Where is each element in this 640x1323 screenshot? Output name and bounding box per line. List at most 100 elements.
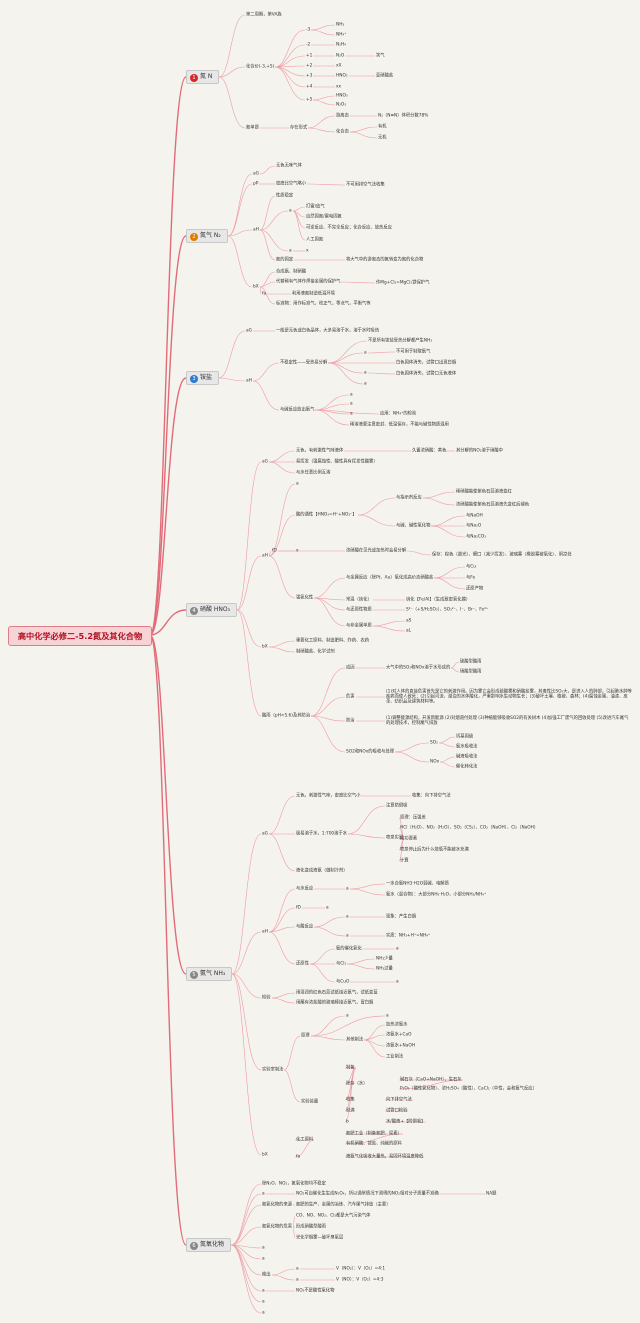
topic-node[interactable]: SO2和NOx的吸收与处理	[346, 749, 395, 755]
topic-node[interactable]: 氮肥的生产、金属的冶炼、汽车尾气排放（主要）	[296, 1202, 391, 1208]
topic-node[interactable]: bX	[262, 644, 268, 650]
topic-node[interactable]: 与NaOH	[466, 513, 483, 519]
topic-node[interactable]: a	[364, 370, 367, 376]
topic-node[interactable]: 氨水吸收法	[456, 744, 478, 750]
topic-node[interactable]: 向下排空气法	[386, 1097, 412, 1103]
topic-node[interactable]: 危害	[346, 694, 355, 700]
topic-node[interactable]: a	[346, 933, 349, 939]
topic-node[interactable]: HNO₃	[336, 93, 348, 99]
topic-node[interactable]: 与还原性物质	[346, 607, 372, 613]
topic-node[interactable]: a	[262, 1299, 265, 1305]
topic-node[interactable]: 与Cl₂	[336, 961, 347, 967]
topic-node[interactable]: (1)调整能源结构，开发新能源 (2)对烟道付处理 (3)种植能够吸收SO2的有…	[386, 716, 629, 726]
topic-node[interactable]: N₂（N≡N）体积分数78%	[378, 113, 429, 119]
topic-node[interactable]: 不稳定性——受热易分解	[280, 360, 328, 366]
topic-node[interactable]: a	[364, 381, 367, 387]
topic-node[interactable]: 氮的固定	[276, 257, 294, 263]
topic-node[interactable]: 不可用排空气法收集	[346, 182, 385, 188]
topic-node[interactable]: 自然固氮/雷电固氮	[306, 214, 342, 220]
topic-node[interactable]: 保存：棕色（避光）、细口（减少挥发）、玻璃塞（橡胶塞被氧化）、阴凉处	[432, 552, 572, 558]
topic-node[interactable]: 与Na₂CO₃	[466, 534, 486, 540]
topic-node[interactable]: 形成硝酸型酸雨	[296, 1224, 327, 1230]
topic-node[interactable]: 重要化工原料，制造肥料、炸药、农药	[296, 638, 370, 644]
topic-node[interactable]: +1	[306, 53, 313, 59]
topic-node[interactable]: NA题	[486, 1191, 497, 1197]
topic-node[interactable]: a	[262, 1191, 265, 1197]
topic-node[interactable]: 除杂（水）	[346, 1081, 368, 1087]
topic-node[interactable]: 制硝酸盐、化学试剂	[296, 649, 335, 655]
topic-node[interactable]: 检验	[262, 995, 271, 1001]
topic-node[interactable]: aH	[262, 929, 268, 935]
topic-node[interactable]: NOx	[430, 759, 440, 765]
topic-node[interactable]: 白色固体消失，试管口出现白烟	[396, 360, 457, 366]
topic-node[interactable]: 与CuO	[336, 979, 350, 985]
topic-node[interactable]: 喷泉实验	[386, 835, 404, 841]
topic-node[interactable]: +2	[306, 63, 313, 69]
root-topic[interactable]: 高中化学必修二-5.2氮及其化合物	[8, 626, 152, 646]
topic-node[interactable]: 计算	[400, 858, 409, 864]
topic-node[interactable]: 易挥发（强腐蚀性、酸性具有挥发性酸雾）	[296, 459, 378, 465]
topic-node[interactable]: a	[296, 481, 299, 487]
topic-node[interactable]: CO、NO、NO₂、Cl₂都是大气污染气体	[296, 1213, 371, 1219]
topic-node[interactable]: N₂O₅	[336, 102, 347, 108]
topic-node[interactable]: a	[396, 946, 399, 952]
topic-node[interactable]: 标准物：用作标准气，校正气，零点气，平衡气等	[276, 301, 371, 307]
topic-node[interactable]: P₂O₅（酸性氧化物）、浓H₂SO₄（酸性）、CaCl₂（中性，会和氨气反应）	[400, 1086, 537, 1092]
topic-node[interactable]: 原理：压强差	[400, 815, 426, 821]
topic-node[interactable]: 游离态	[336, 113, 349, 119]
topic-node[interactable]: SO₂	[430, 740, 438, 746]
topic-node[interactable]: a	[262, 1288, 265, 1294]
topic-node[interactable]: +5	[306, 97, 313, 103]
topic-node[interactable]: 氮肥工业（制备氮肥、尿素）	[346, 1131, 402, 1137]
topic-node[interactable]: a	[346, 914, 349, 920]
topic-node[interactable]: (1)对人体的直接危害首先是它的刺激作用。因为雾它会形成硫酸雾和硝酸盐雾，其毒性…	[386, 689, 632, 705]
topic-node[interactable]: aH	[253, 227, 259, 233]
topic-node[interactable]: 笑气	[376, 53, 385, 59]
topic-node[interactable]: 白色固体消失，试管口无色液体	[396, 371, 457, 377]
topic-node[interactable]: NH₃少量	[376, 956, 393, 962]
topic-node[interactable]: 与Fe	[466, 575, 476, 581]
topic-node[interactable]: 成功要素	[400, 836, 418, 842]
topic-node[interactable]: aH	[262, 553, 268, 559]
topic-node[interactable]: 酸雨（pH<5.6)及其防治	[262, 713, 311, 719]
topic-node[interactable]: xx	[336, 84, 342, 90]
topic-node[interactable]: a	[289, 248, 292, 254]
topic-node[interactable]: 验满	[346, 1108, 355, 1114]
topic-node[interactable]: V（NO₂）：V（O₂）=4:1	[336, 1266, 386, 1272]
topic-node[interactable]: 存在形式	[290, 125, 308, 131]
topic-node[interactable]: b	[346, 1119, 349, 1125]
topic-node[interactable]: 无色无味气体	[276, 163, 302, 169]
topic-node[interactable]: 与酸反应	[296, 924, 314, 930]
topic-node[interactable]: aG	[253, 171, 259, 177]
topic-node[interactable]: 有机硝酸、铵盐、纯碱的原料	[346, 1141, 402, 1147]
topic-node[interactable]: 无色，刺激性气味，密度比空气小	[296, 793, 361, 799]
topic-node[interactable]: HNO₂	[336, 73, 348, 79]
topic-node[interactable]: a	[289, 208, 292, 214]
topic-node[interactable]: +3	[306, 73, 313, 79]
topic-node[interactable]: 浓硝酸能使紫色石蕊溶液先变红后褪色	[456, 502, 530, 508]
topic-node[interactable]: 将大气中的游离态的氮转变为氮的化合物	[346, 257, 424, 263]
topic-node[interactable]: 钝化【Fe/Al】（生成致密氧化膜）	[406, 597, 471, 603]
topic-node[interactable]: 收集	[346, 1097, 355, 1103]
topic-node[interactable]: 强氧化性	[296, 595, 314, 601]
topic-node[interactable]: 无色，有刺激性气味液体	[296, 448, 344, 454]
topic-node[interactable]: 用湿润的红色石蕊试纸接近氨气，试纸变蓝	[296, 990, 378, 996]
topic-node[interactable]: a	[346, 1013, 349, 1019]
topic-node[interactable]: 实验装置	[301, 1099, 319, 1105]
topic-node[interactable]: NO₂可自催化生生成N₂O₄，所以通常情况下测得的NO₂相对分子质量不准确	[296, 1191, 439, 1197]
topic-node[interactable]: 推出	[262, 1272, 271, 1278]
topic-node[interactable]: a	[346, 886, 349, 892]
topic-node[interactable]: 不是所有铵盐受热分解都产生NH₃	[368, 338, 433, 344]
topic-node[interactable]: a	[364, 350, 367, 356]
topic-node[interactable]: 大气中的SO₂和NOx溶于水形成的	[386, 665, 451, 671]
topic-node[interactable]: 氨的催化氧化	[336, 946, 362, 952]
topic-node[interactable]: HCl（H₂O）、NO₂（H₂O）、SO₂（CS₂）、CO₂（NaOH）、Cl₂…	[400, 825, 539, 831]
topic-node[interactable]: 稀硝酸能使紫色石蕊溶液变红	[456, 489, 512, 495]
topic-node[interactable]: 硝酸型酸雨	[460, 669, 482, 675]
topic-node[interactable]: aH	[246, 378, 252, 384]
topic-node[interactable]: 代替稀有气体作焊接金属的保护气	[276, 279, 341, 285]
topic-node[interactable]: x	[296, 548, 299, 554]
topic-node[interactable]: 碱石灰（CaO+NaOH），生石灰	[400, 1077, 462, 1083]
